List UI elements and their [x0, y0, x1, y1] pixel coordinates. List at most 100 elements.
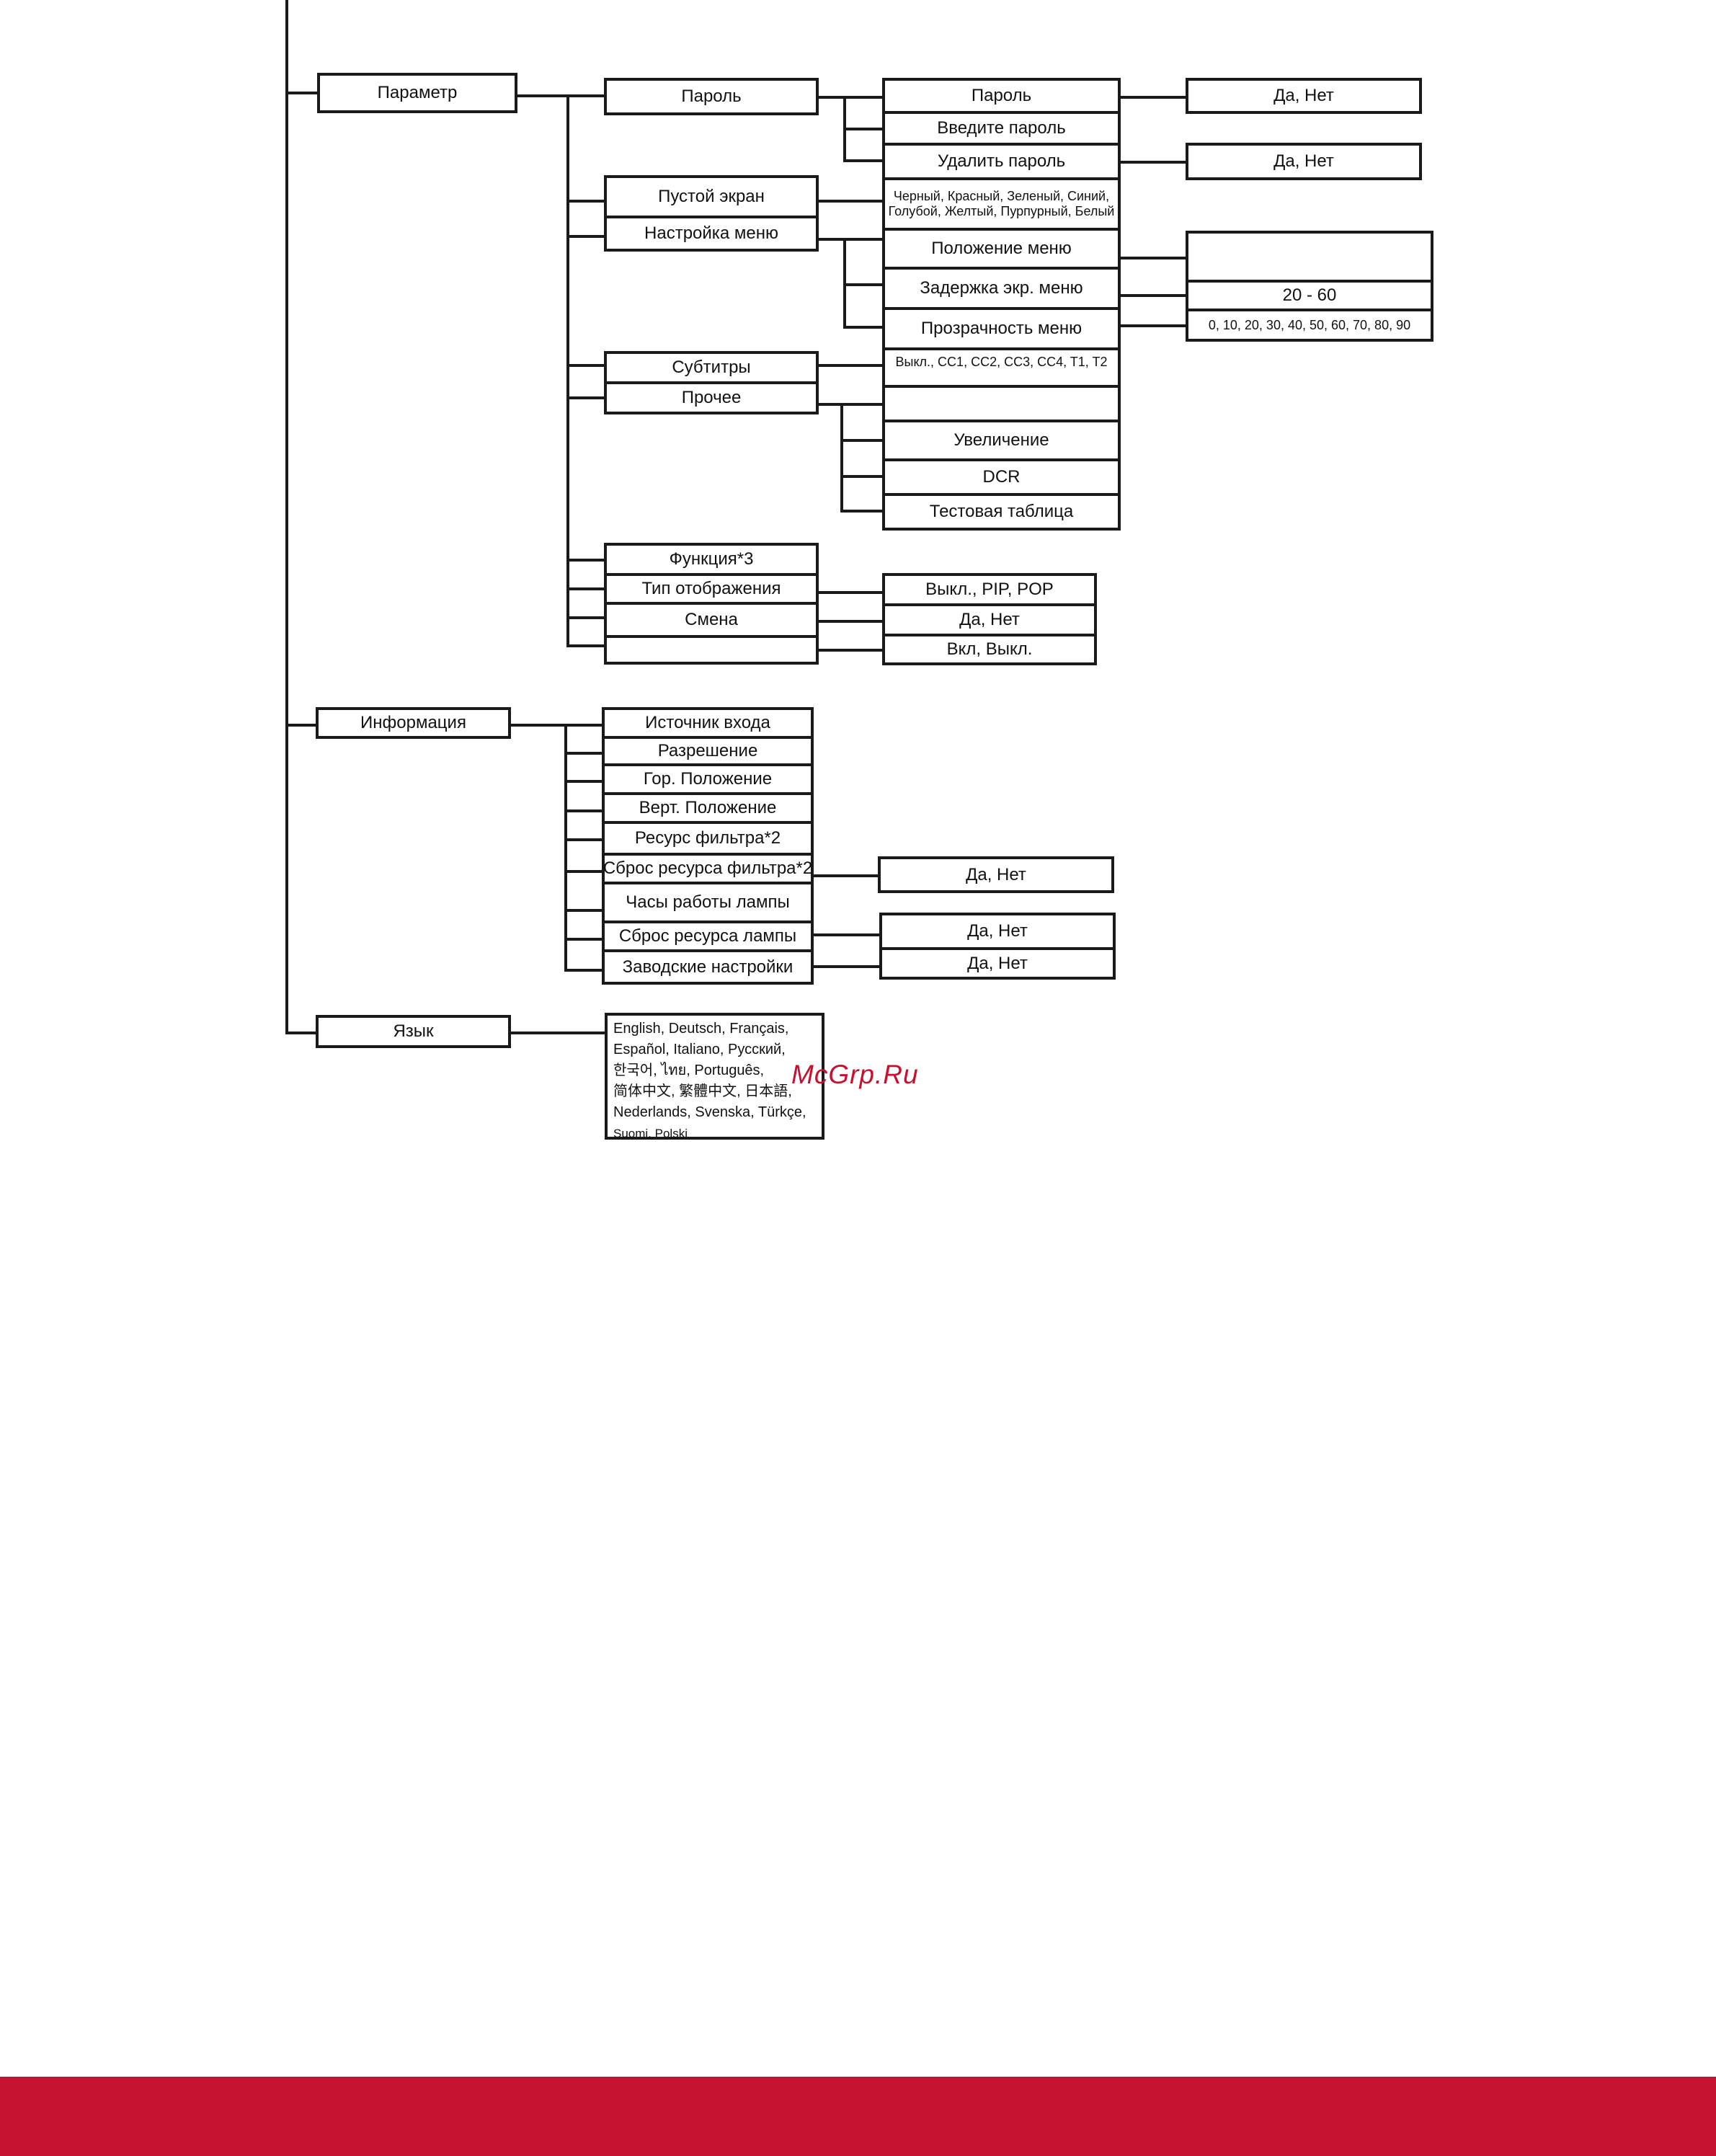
- password-sub-node: Пароль: [882, 78, 1121, 114]
- other-empty-node: [882, 385, 1121, 422]
- connector: [817, 200, 884, 203]
- menu-position-value: [1186, 231, 1433, 283]
- language-line: Suomi, Polski: [613, 1127, 688, 1140]
- language-line: English, Deutsch, Français,: [613, 1021, 789, 1037]
- blank-screen-colors: Черный, Красный, Зеленый, Синий, Голубой…: [882, 177, 1121, 231]
- main-trunk-line: [285, 0, 288, 1034]
- connector: [840, 510, 884, 513]
- swap-values: Да, Нет: [882, 603, 1097, 636]
- footer-band: [0, 2077, 1716, 2156]
- connector: [510, 1032, 607, 1034]
- menu-transparency-values: 0, 10, 20, 30, 40, 50, 60, 70, 80, 90: [1186, 309, 1433, 342]
- connector: [285, 1032, 319, 1034]
- connector: [840, 439, 884, 442]
- connector: [843, 326, 884, 329]
- connector: [843, 283, 884, 286]
- connector: [566, 235, 605, 238]
- test-pattern-node: Тестовая таблица: [882, 493, 1121, 531]
- input-source-node: Источник входа: [602, 707, 814, 739]
- connector: [1119, 161, 1187, 164]
- enter-password-node: Введите пароль: [882, 111, 1121, 146]
- connector: [817, 403, 884, 406]
- connector: [817, 238, 884, 241]
- connector: [812, 965, 881, 968]
- display-type-node: Тип отображения: [604, 573, 819, 605]
- zoom-node: Увеличение: [882, 420, 1121, 461]
- language-line: Nederlands, Svenska, Türkçe,: [613, 1104, 806, 1120]
- connector: [566, 616, 605, 619]
- connector: [564, 809, 603, 812]
- delete-password-node: Удалить пароль: [882, 143, 1121, 180]
- connector: [564, 909, 603, 912]
- language-options: English, Deutsch, Français, Español, Ita…: [605, 1013, 824, 1140]
- empty-node: [604, 635, 819, 665]
- connector: [843, 128, 884, 130]
- connector: [564, 870, 603, 873]
- menu-transparency-node: Прозрачность меню: [882, 307, 1121, 350]
- language-node: Язык: [316, 1015, 511, 1048]
- connector: [510, 724, 603, 727]
- parameter-node: Параметр: [317, 73, 517, 113]
- filter-reset-node: Сброс ресурса фильтра*2: [602, 853, 814, 884]
- subtitles-node: Субтитры: [604, 351, 819, 384]
- connector: [566, 364, 605, 367]
- menu-settings-node: Настройка меню: [604, 216, 819, 252]
- dcr-node: DCR: [882, 458, 1121, 496]
- connector: [817, 591, 884, 594]
- connector: [817, 364, 884, 367]
- delete-password-yes-no: Да, Нет: [1186, 143, 1422, 180]
- menu-delay-node: Задержка экр. меню: [882, 267, 1121, 310]
- watermark-text: McGrp.Ru: [791, 1060, 919, 1089]
- lamp-reset-values: Да, Нет: [879, 913, 1116, 950]
- connector: [843, 159, 884, 162]
- filter-life-node: Ресурс фильтра*2: [602, 821, 814, 856]
- connector: [566, 559, 605, 562]
- connector: [516, 94, 605, 97]
- connector: [817, 649, 884, 652]
- display-type-values: Выкл., PIP, POP: [882, 573, 1097, 606]
- menu-delay-value: 20 - 60: [1186, 280, 1433, 311]
- connector: [564, 752, 603, 755]
- connector: [1119, 324, 1187, 327]
- factory-reset-values: Да, Нет: [879, 947, 1116, 980]
- language-line: 简体中文, 繁體中文, 日本語,: [613, 1083, 792, 1099]
- filter-reset-values: Да, Нет: [878, 856, 1114, 893]
- connector: [566, 200, 605, 203]
- connector: [285, 724, 319, 727]
- password-node: Пароль: [604, 78, 819, 115]
- connector: [840, 475, 884, 478]
- language-line: 한국어, ไทย, Português,: [613, 1063, 765, 1078]
- password-yes-no: Да, Нет: [1186, 78, 1422, 114]
- connector: [566, 587, 605, 590]
- connector: [1119, 96, 1187, 99]
- connector: [566, 396, 605, 399]
- connector: [564, 838, 603, 841]
- language-line: Español, Italiano, Русский,: [613, 1042, 786, 1057]
- connector: [817, 96, 884, 99]
- connector: [564, 780, 603, 783]
- v-position-node: Верт. Положение: [602, 792, 814, 824]
- connector: [285, 92, 319, 94]
- h-position-node: Гор. Положение: [602, 763, 814, 795]
- connector: [566, 644, 605, 647]
- connector: [1119, 294, 1187, 297]
- other-node: Прочее: [604, 381, 819, 414]
- information-node: Информация: [316, 707, 511, 739]
- connector: [1119, 257, 1187, 259]
- connector: [564, 969, 603, 972]
- connector: [840, 403, 843, 513]
- on-off-values: Вкл, Выкл.: [882, 634, 1097, 665]
- connector: [812, 874, 881, 877]
- function-node: Функция*3: [604, 543, 819, 576]
- lamp-hours-node: Часы работы лампы: [602, 882, 814, 923]
- blank-screen-node: Пустой экран: [604, 175, 819, 218]
- factory-reset-node: Заводские настройки: [602, 949, 814, 985]
- connector: [812, 933, 881, 936]
- menu-position-node: Положение меню: [882, 228, 1121, 270]
- resolution-node: Разрешение: [602, 736, 814, 766]
- subtitles-options: Выкл., CC1, CC2, CC3, CC4, T1, T2: [882, 347, 1121, 388]
- swap-node: Смена: [604, 602, 819, 638]
- connector: [564, 938, 603, 941]
- connector: [817, 620, 884, 623]
